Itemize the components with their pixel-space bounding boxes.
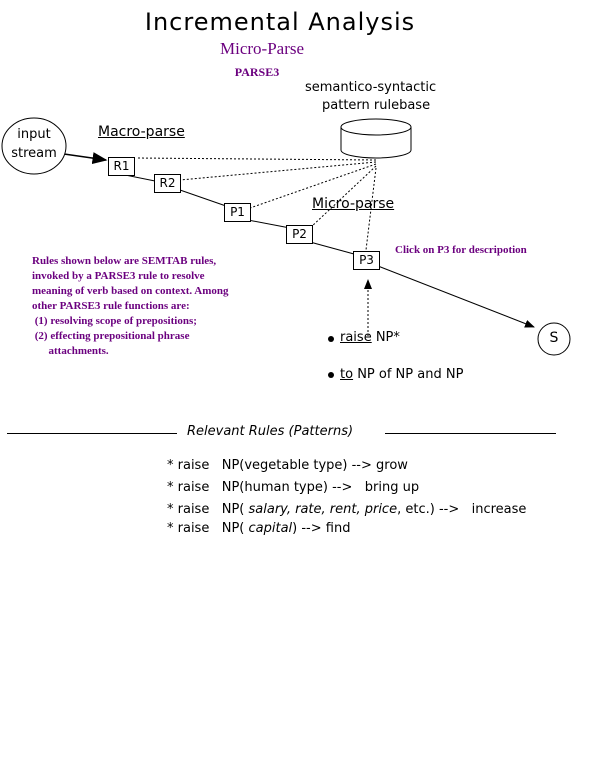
- rulebase-cylinder: [340, 118, 412, 159]
- note-line: attachments.: [32, 345, 109, 357]
- note-line: invoked by a PARSE3 rule to resolve: [32, 270, 205, 282]
- rule-4-a: * raise NP(: [167, 521, 249, 536]
- rule-4-b: capital: [248, 521, 293, 536]
- input-arrow: [63, 152, 108, 165]
- rules-heading: Relevant Rules (Patterns): [187, 424, 354, 439]
- diagram-svg: [1, 117, 571, 378]
- bullet1-rest: NP*: [371, 330, 400, 345]
- bullet2-word: to: [340, 367, 354, 382]
- note-line: other PARSE3 rule functions are:: [32, 300, 190, 312]
- rule-2: * raise NP(human type) --> bring up: [167, 480, 420, 495]
- note-line: Rules shown below are SEMTAB rules,: [32, 255, 217, 267]
- bullet1-word: raise: [340, 330, 372, 345]
- rule-3-a: * raise NP(: [167, 502, 249, 517]
- semtab-note: Rules shown below are SEMTAB rules, invo…: [32, 254, 282, 359]
- rule-1: * raise NP(vegetable type) --> grow: [167, 458, 408, 473]
- node-p3[interactable]: P3: [353, 251, 380, 270]
- bullet2-text: to NP of NP and NP: [340, 367, 463, 382]
- rule-3-b: salary, rate, rent, price: [248, 502, 398, 517]
- rule-4-c: ) --> find: [292, 521, 351, 536]
- bullet1-text: raise NP*: [340, 330, 400, 345]
- node-s: S: [549, 330, 559, 346]
- page-subtitle: Micro-Parse: [219, 39, 305, 58]
- macro-parse-label: Macro-parse: [98, 124, 185, 140]
- bullet2-rest: NP of NP and NP: [353, 367, 464, 382]
- node-p1: P1: [224, 203, 251, 222]
- rules-divider-left: [7, 433, 177, 434]
- rule-3-c: , etc.) --> increase: [397, 502, 527, 517]
- bullet-icon: [328, 336, 334, 342]
- rule-4: * raise NP( capital) --> find: [167, 521, 350, 536]
- page-title: Incremental Analysis: [144, 8, 416, 36]
- rulebase-label-1: semantico-syntactic: [305, 80, 437, 95]
- input-stream-circle: [1, 117, 67, 175]
- s-arrow: [377, 265, 535, 328]
- node-p2: P2: [286, 225, 313, 244]
- input-stream-label-2: stream: [11, 146, 57, 161]
- bullet-icon: [328, 372, 334, 378]
- input-stream-label-1: input: [17, 127, 51, 142]
- rules-divider-right: [385, 433, 556, 434]
- node-r2: R2: [154, 174, 181, 193]
- node-r1: R1: [108, 157, 135, 176]
- rulebase-links: [135, 157, 377, 251]
- rule-3: * raise NP( salary, rate, rent, price, e…: [167, 502, 526, 517]
- note-line: (2) effecting prepositional phrase: [32, 330, 190, 342]
- click-note: Click on P3 for descripotion: [395, 244, 527, 256]
- micro-parse-label: Micro-parse: [312, 196, 395, 212]
- parse-label: PARSE3: [234, 65, 280, 79]
- note-line: meaning of verb based on context. Among: [32, 285, 229, 297]
- rulebase-label-2: pattern rulebase: [322, 98, 431, 113]
- s-circle: [537, 322, 571, 356]
- note-line: (1) resolving scope of prepositions;: [32, 315, 197, 327]
